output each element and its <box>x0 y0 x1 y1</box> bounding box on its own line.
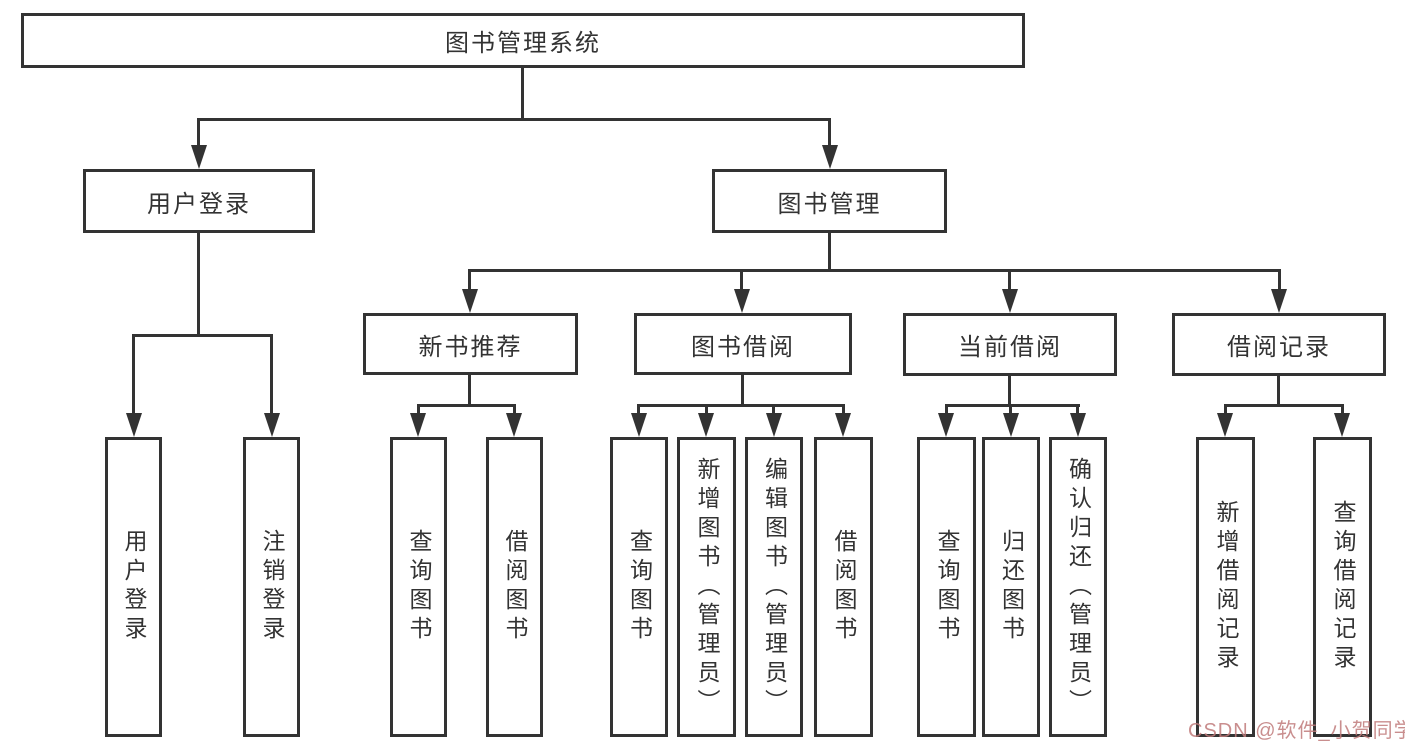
node-label: 图书管理 <box>777 190 882 218</box>
arrowhead-icon <box>1271 289 1287 313</box>
node-new-book-recommend: 新书推荐 <box>363 313 578 375</box>
leaf-query-books-current: 查询图书 <box>917 437 976 737</box>
arrowhead-icon <box>264 413 280 437</box>
leaf-label: 查询图书 <box>934 529 960 645</box>
arrowhead-icon <box>698 413 714 437</box>
node-library-management-system: 图书管理系统 <box>21 13 1025 68</box>
leaf-add-borrow-record: 新增借阅记录 <box>1196 437 1255 737</box>
connector-line <box>772 404 775 418</box>
connector-line <box>197 118 831 121</box>
connector-line <box>828 233 831 272</box>
leaf-borrow-books-newbook: 借阅图书 <box>486 437 543 737</box>
node-label: 借阅记录 <box>1227 334 1331 361</box>
leaf-logout: 注销登录 <box>243 437 300 737</box>
arrowhead-icon <box>1002 289 1018 313</box>
arrowhead-icon <box>822 145 838 169</box>
leaf-add-books-admin: 新增图书（管理员） <box>677 437 736 737</box>
leaf-label: 注销登录 <box>259 529 285 645</box>
csdn-watermark: CSDN @软件_小贺同学 <box>1188 720 1405 742</box>
connector-line <box>637 404 640 418</box>
connector-line <box>1341 404 1344 418</box>
leaf-borrow-books: 借阅图书 <box>814 437 873 737</box>
leaf-label: 编辑图书（管理员） <box>761 456 788 718</box>
connector-line <box>468 269 1281 272</box>
leaf-confirm-return-admin: 确认归还（管理员） <box>1049 437 1107 737</box>
leaf-label: 新增借阅记录 <box>1213 500 1239 674</box>
connector-line <box>197 233 200 336</box>
connector-line <box>521 68 524 121</box>
leaf-label: 借阅图书 <box>502 529 528 645</box>
connector-line <box>132 334 273 337</box>
leaf-query-borrow-record: 查询借阅记录 <box>1313 437 1372 737</box>
leaf-label: 查询图书 <box>406 529 432 645</box>
leaf-query-books-borrow: 查询图书 <box>610 437 668 737</box>
node-book-management: 图书管理 <box>712 169 947 233</box>
node-book-borrowing: 图书借阅 <box>634 313 852 375</box>
arrowhead-icon <box>1070 413 1086 437</box>
connector-line <box>417 404 420 418</box>
leaf-label: 查询图书 <box>626 529 653 645</box>
connector-line <box>1224 404 1227 418</box>
leaf-edit-books-admin: 编辑图书（管理员） <box>745 437 803 737</box>
node-label: 图书管理系统 <box>445 30 601 57</box>
node-current-borrowing: 当前借阅 <box>903 313 1117 376</box>
leaf-query-books-newbook: 查询图书 <box>390 437 447 737</box>
arrowhead-icon <box>734 289 750 313</box>
arrowhead-icon <box>126 413 142 437</box>
connector-line <box>828 118 831 150</box>
arrowhead-icon <box>191 145 207 169</box>
connector-line <box>1009 404 1012 418</box>
arrowhead-icon <box>1217 413 1233 437</box>
arrowhead-icon <box>462 289 478 313</box>
connector-line <box>945 404 948 418</box>
connector-line <box>1008 376 1011 407</box>
node-user-login: 用户登录 <box>83 169 315 233</box>
leaf-label: 查询借阅记录 <box>1330 500 1356 674</box>
arrowhead-icon <box>1003 413 1019 437</box>
node-label: 图书借阅 <box>691 333 795 361</box>
arrowhead-icon <box>835 413 851 437</box>
leaf-user-login: 用户登录 <box>105 437 162 737</box>
connector-line <box>740 269 743 293</box>
connector-line <box>270 334 273 418</box>
connector-line <box>1008 269 1011 293</box>
connector-line <box>468 375 471 407</box>
node-label: 用户登录 <box>147 190 251 218</box>
connector-line <box>513 404 516 418</box>
connector-line <box>741 375 744 407</box>
node-label: 新书推荐 <box>418 333 523 361</box>
leaf-return-books: 归还图书 <box>982 437 1040 737</box>
connector-line <box>1224 404 1344 407</box>
leaf-label: 借阅图书 <box>831 529 857 645</box>
arrowhead-icon <box>410 413 426 437</box>
connector-line <box>1278 269 1281 293</box>
connector-line <box>1076 404 1079 418</box>
connector-line <box>1277 376 1280 407</box>
node-label: 当前借阅 <box>958 334 1062 361</box>
leaf-label: 确认归还（管理员） <box>1065 456 1092 718</box>
connector-line <box>468 269 471 293</box>
connector-line <box>637 404 845 407</box>
connector-line <box>842 404 845 418</box>
leaf-label: 归还图书 <box>998 529 1025 645</box>
connector-line <box>197 118 200 150</box>
arrowhead-icon <box>631 413 647 437</box>
leaf-label: 用户登录 <box>121 529 147 645</box>
connector-line <box>417 404 516 407</box>
arrowhead-icon <box>938 413 954 437</box>
connector-line <box>945 404 1080 407</box>
leaf-label: 新增图书（管理员） <box>694 456 720 718</box>
connector-line <box>705 404 708 418</box>
node-borrow-records: 借阅记录 <box>1172 313 1386 376</box>
arrowhead-icon <box>766 413 782 437</box>
arrowhead-icon <box>1334 413 1350 437</box>
arrowhead-icon <box>506 413 522 437</box>
connector-line <box>132 334 135 418</box>
